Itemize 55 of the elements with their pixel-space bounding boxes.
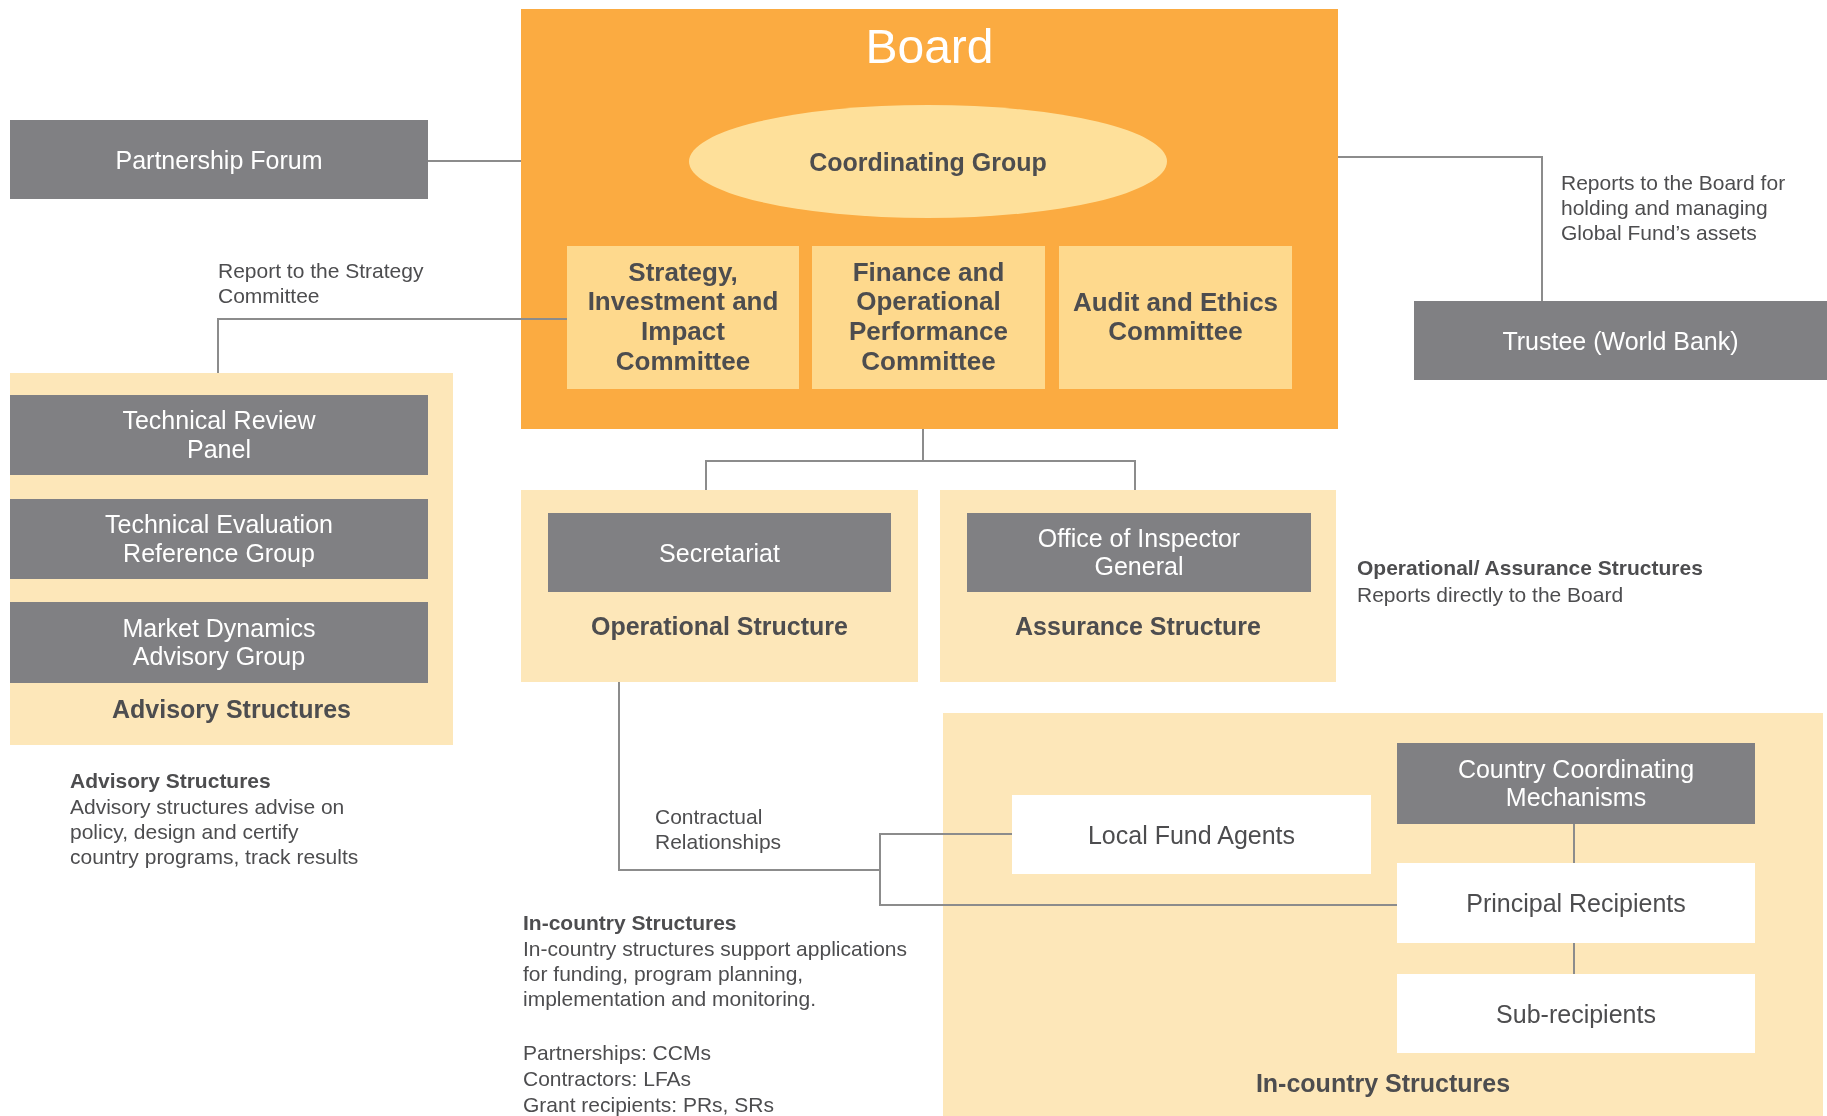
node-label: Strategy, Investment and Impact Committee xyxy=(586,257,780,378)
agency-box xyxy=(1012,795,1371,874)
note-heading: Operational/ Assurance Structures xyxy=(1357,555,1704,581)
structure-box xyxy=(10,120,428,199)
connector-line xyxy=(1337,156,1543,302)
committee-box xyxy=(1059,246,1292,389)
node-label: Finance and Operational Performance Committee xyxy=(848,257,1009,378)
structure-box xyxy=(1397,743,1755,824)
note-text: Reports directly to the Board xyxy=(1357,582,1625,608)
connector-line xyxy=(1573,942,1575,975)
structure-box xyxy=(548,513,891,592)
structure-panel xyxy=(943,713,1823,1116)
connector-line xyxy=(922,428,1136,491)
node-label: Coordinating Group xyxy=(808,147,1048,176)
structure-panel xyxy=(521,490,918,682)
agency-box xyxy=(1397,974,1755,1053)
note-text: Advisory structures advise on policy, design and certify country programs, track results xyxy=(70,794,360,870)
structure-box xyxy=(10,395,428,475)
node-label: Partnership Forum xyxy=(114,145,324,174)
node-label: Technical Review Panel xyxy=(121,406,317,464)
node-label: Market Dynamics Advisory Group xyxy=(121,613,317,672)
node-label: Office of Inspector General xyxy=(1036,523,1242,582)
panel-heading: Assurance Structure xyxy=(1014,612,1262,641)
node-label: Sub-recipients xyxy=(1495,999,1657,1028)
panel-heading: Advisory Structures xyxy=(111,695,352,724)
connector-line xyxy=(427,160,522,162)
group-ellipse xyxy=(689,105,1167,218)
board-box xyxy=(521,9,1338,429)
panel-heading: In-country Structures xyxy=(1254,1069,1512,1098)
note-heading: Advisory Structures xyxy=(70,768,272,794)
structure-box xyxy=(10,499,428,579)
structure-box xyxy=(967,513,1311,592)
note-text: Partnerships: CCMs xyxy=(523,1040,712,1066)
committee-box xyxy=(567,246,799,389)
note-text: Reports to the Board for holding and managing Global Fund’s assets xyxy=(1561,170,1787,246)
note-text: Grant recipients: PRs, SRs xyxy=(523,1092,775,1116)
committee-box xyxy=(812,246,1045,389)
connector-line xyxy=(217,318,568,374)
agency-box xyxy=(1397,863,1755,943)
note-text: In-country structures support applications for funding, program planning, implementation and monitoring. xyxy=(523,936,909,1012)
board-title: Board xyxy=(864,19,995,75)
structure-box xyxy=(10,602,428,683)
note-heading: In-country Structures xyxy=(523,910,738,936)
node-label: Secretariat xyxy=(658,538,781,567)
node-label: Local Fund Agents xyxy=(1086,820,1297,849)
node-label: Country Coordinating Mechanisms xyxy=(1456,754,1696,813)
node-label: Trustee (World Bank) xyxy=(1501,326,1740,355)
structure-panel xyxy=(10,373,453,745)
panel-heading: Operational Structure xyxy=(590,612,849,641)
node-label: Technical Evaluation Reference Group xyxy=(104,510,334,568)
node-label: Audit and Ethics Committee xyxy=(1071,287,1280,348)
note-text: Contractors: LFAs xyxy=(523,1066,693,1092)
node-label: Principal Recipients xyxy=(1465,888,1687,918)
connector-line xyxy=(1573,823,1575,864)
structure-panel xyxy=(940,490,1336,682)
